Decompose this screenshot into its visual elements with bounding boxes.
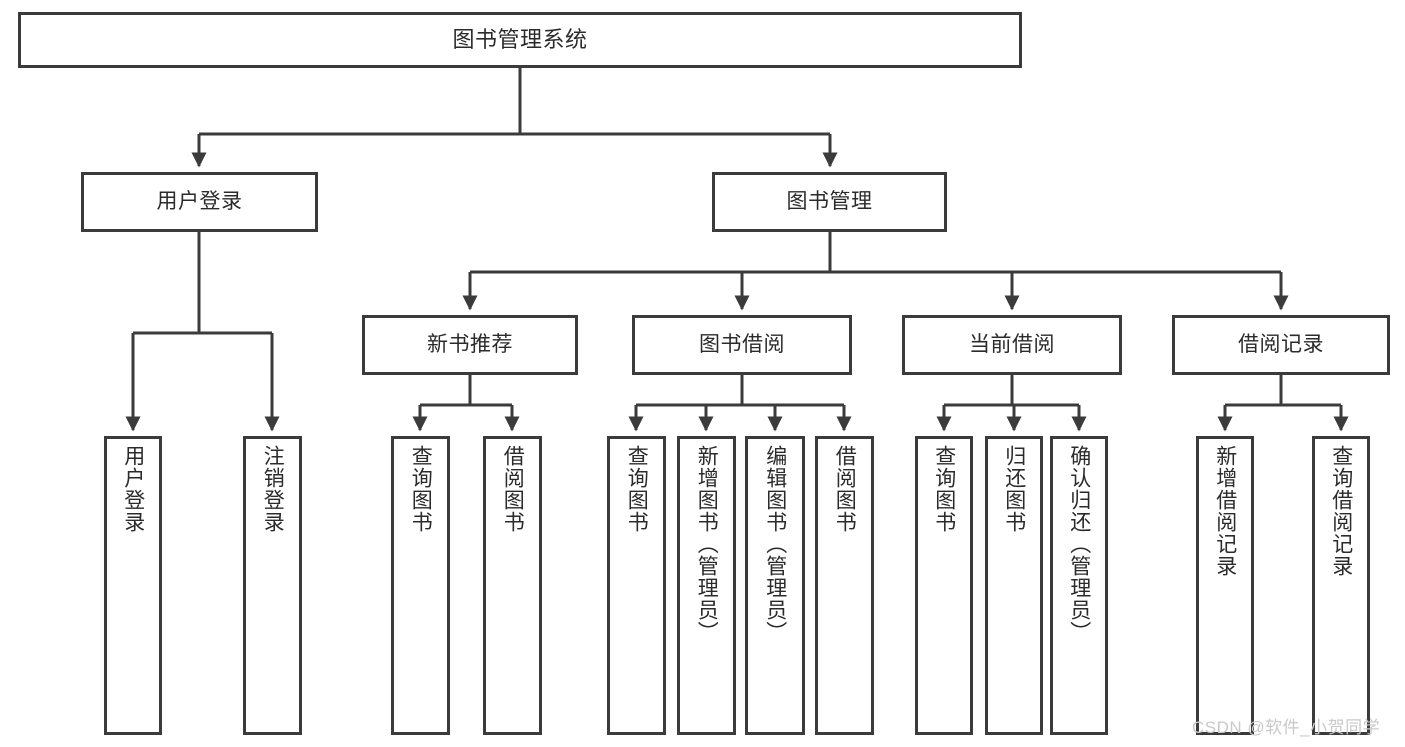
node-leaf-query-record-label: 查询借阅记录 <box>1329 445 1353 577</box>
node-new-book-recommend[interactable]: 新书推荐 <box>362 315 578 375</box>
node-root-label: 图书管理系统 <box>452 27 588 53</box>
node-leaf-return-book-label: 归还图书 <box>1002 445 1026 533</box>
node-leaf-add-book-label: 新增图书（管理员） <box>695 445 719 643</box>
node-leaf-add-record[interactable]: 新增借阅记录 <box>1196 436 1254 735</box>
node-book-manage[interactable]: 图书管理 <box>712 172 947 232</box>
node-leaf-query-book-2-label: 查询图书 <box>625 445 649 533</box>
node-leaf-add-book[interactable]: 新增图书（管理员） <box>677 436 736 735</box>
node-leaf-query-book-2[interactable]: 查询图书 <box>607 436 666 735</box>
node-book-borrow[interactable]: 图书借阅 <box>632 315 852 375</box>
node-leaf-confirm-return-label: 确认归还（管理员） <box>1067 445 1091 643</box>
node-leaf-borrow-book-1-label: 借阅图书 <box>501 445 525 533</box>
node-leaf-query-book-3[interactable]: 查询图书 <box>915 436 973 735</box>
node-leaf-user-login-label: 用户登录 <box>121 445 145 533</box>
node-book-manage-label: 图书管理 <box>786 189 873 213</box>
node-leaf-logout-label: 注销登录 <box>261 445 285 533</box>
node-root[interactable]: 图书管理系统 <box>18 12 1022 68</box>
node-leaf-borrow-book-2[interactable]: 借阅图书 <box>815 436 874 735</box>
node-current-borrow[interactable]: 当前借阅 <box>902 315 1122 375</box>
node-leaf-add-record-label: 新增借阅记录 <box>1213 445 1237 577</box>
node-leaf-confirm-return[interactable]: 确认归还（管理员） <box>1050 436 1108 735</box>
node-leaf-query-book-1-label: 查询图书 <box>409 445 433 533</box>
node-user-login[interactable]: 用户登录 <box>81 172 318 232</box>
node-leaf-user-login[interactable]: 用户登录 <box>104 436 162 735</box>
node-leaf-return-book[interactable]: 归还图书 <box>985 436 1043 735</box>
node-borrow-record-label: 借阅记录 <box>1238 332 1324 356</box>
node-leaf-query-record[interactable]: 查询借阅记录 <box>1312 436 1370 735</box>
node-borrow-record[interactable]: 借阅记录 <box>1172 315 1390 375</box>
node-leaf-logout[interactable]: 注销登录 <box>243 436 302 735</box>
node-leaf-borrow-book-2-label: 借阅图书 <box>833 445 857 533</box>
node-current-borrow-label: 当前借阅 <box>969 332 1055 356</box>
csdn-watermark: CSDN @软件_小贺同学 <box>1192 718 1381 737</box>
node-user-login-label: 用户登录 <box>156 189 243 213</box>
node-leaf-borrow-book-1[interactable]: 借阅图书 <box>483 436 542 735</box>
node-leaf-edit-book[interactable]: 编辑图书（管理员） <box>745 436 805 735</box>
node-leaf-edit-book-label: 编辑图书（管理员） <box>763 445 787 643</box>
node-leaf-query-book-1[interactable]: 查询图书 <box>391 436 450 735</box>
node-book-borrow-label: 图书借阅 <box>699 332 785 356</box>
node-new-book-recommend-label: 新书推荐 <box>427 332 513 356</box>
node-leaf-query-book-3-label: 查询图书 <box>932 445 956 533</box>
